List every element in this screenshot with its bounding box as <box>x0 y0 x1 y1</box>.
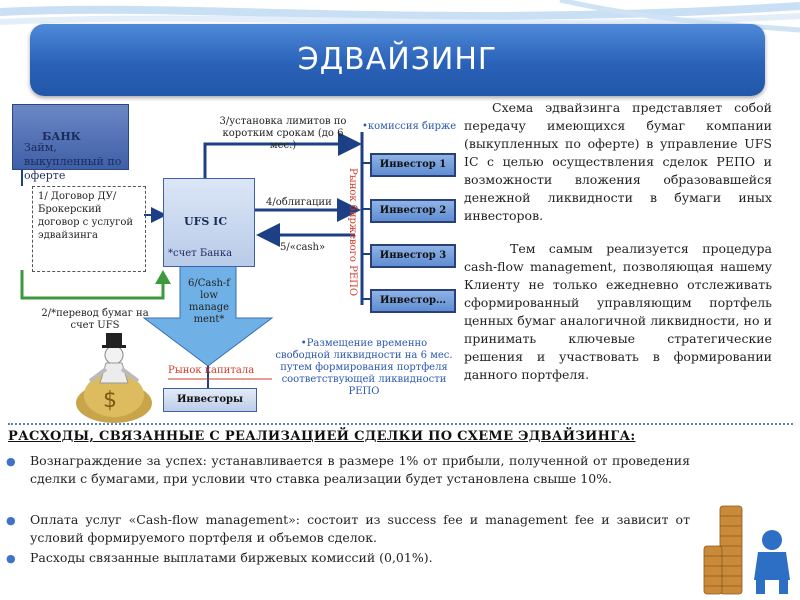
contract-note: 1/ Договор ДУ/ Брокерский договор с услу… <box>38 191 134 241</box>
investor-box-2: Инвестор 2 <box>370 199 456 223</box>
paragraph-2: Тем самым реализуется процедура cash-flo… <box>464 241 772 382</box>
contract-box <box>32 186 146 272</box>
bullet-dot: ● <box>6 455 16 468</box>
paragraph-1: Схема эдвайзинга представляет собой пере… <box>464 100 772 223</box>
man-on-moneybag-icon: $ <box>76 333 152 423</box>
placement-note: •Размещение временно свободной ликвиднос… <box>275 338 453 397</box>
arrow-transfer-green <box>20 270 165 300</box>
investor-box-4: Инвестор… <box>370 289 456 313</box>
bank-box <box>12 104 129 170</box>
title-banner: ЭДВАЙЗИНГ <box>30 24 765 96</box>
ufs-account: *счет Банка <box>168 248 233 259</box>
svg-text:$: $ <box>103 388 117 413</box>
investor-box-3: Инвестор 3 <box>370 244 456 268</box>
step6-label: 6/Cash-f low manage ment* <box>188 278 230 325</box>
ufs-box <box>163 178 255 267</box>
bullet-dot: ● <box>6 514 16 527</box>
investors-box: Инвесторы <box>163 388 257 412</box>
step2-label: 2/*перевод бумаг на счет UFS <box>41 308 149 331</box>
expense-item-2: Оплата услуг «Cash-flow management»: сос… <box>30 512 690 545</box>
coin-stack-person-icon <box>703 505 790 595</box>
investor-box-1: Инвестор 1 <box>370 153 456 177</box>
expense-item-1: Вознаграждение за успех: устанавливается… <box>30 453 690 486</box>
bank-title: БАНК <box>42 130 81 143</box>
step4-label: 4/облигации <box>266 197 332 208</box>
arrow-limits <box>203 132 362 178</box>
decorative-swoosh <box>0 0 800 33</box>
divider <box>8 423 793 425</box>
step5-label: 5/«cash» <box>280 242 326 253</box>
repo-market-label: Рынок биржевого РЕПО <box>347 168 358 297</box>
expenses-heading: РАСХОДЫ, СВЯЗАННЫЕ С РЕАЛИЗАЦИЕЙ СДЕЛКИ … <box>8 429 636 444</box>
bullet-dot: ● <box>6 552 16 565</box>
capital-market-label: Рынок капитала <box>168 365 255 376</box>
ufs-title: UFS IC <box>184 215 228 228</box>
bank-subtitle: Займ, выкупленный по оферте <box>24 141 122 182</box>
expense-item-3: Расходы связанные выплатами биржевых ком… <box>30 550 433 565</box>
step3-label: 3/установка лимитов по коротким срокам (… <box>219 116 347 151</box>
cashflow-down-arrow <box>142 264 274 367</box>
exchange-fee: •комиссия бирже <box>362 121 457 132</box>
page-title: ЭДВАЙЗИНГ <box>297 42 498 77</box>
